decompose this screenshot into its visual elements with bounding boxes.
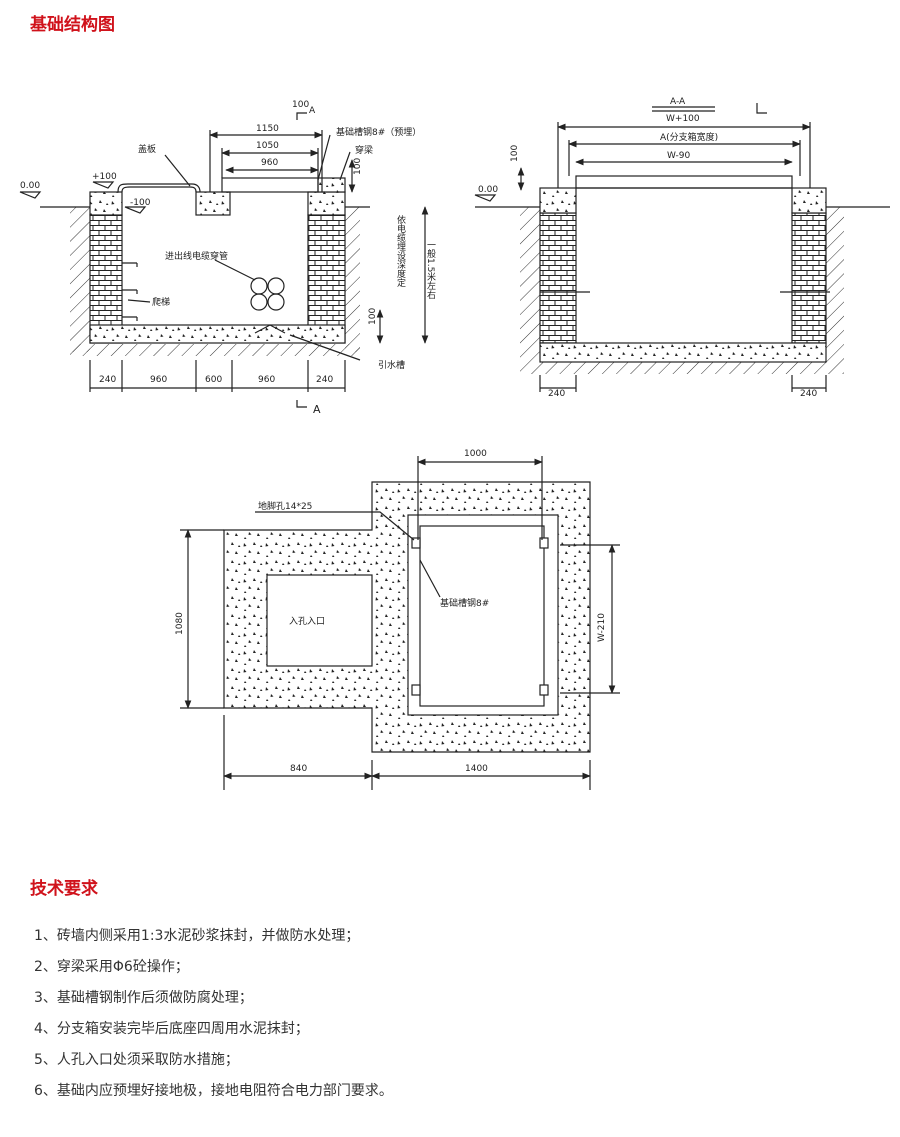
- requirements-list: 1、砖墙内侧采用1:3水泥砂浆抹封，并做防水处理； 2、穿梁采用Φ6砼操作； 3…: [34, 926, 393, 1112]
- dim-bottom-960-left: 960: [150, 375, 167, 385]
- level-minus-100: -100: [130, 198, 151, 208]
- callout-cable-pipe: 进出线电缆穿管: [165, 250, 228, 262]
- depth-note-2: 一般1.5米左右: [425, 240, 436, 300]
- plan-view: [180, 456, 620, 790]
- callout-cover: 盖板: [138, 143, 156, 155]
- level-plus-100: +100: [92, 172, 117, 182]
- level-0: 0.00: [20, 181, 40, 191]
- plan-dim-1080: 1080: [175, 612, 185, 635]
- plan-dim-w210: W-210: [597, 613, 607, 642]
- aa-width-inner: W-90: [667, 151, 691, 161]
- aa-view: [474, 103, 890, 392]
- callout-ladder: 爬梯: [152, 296, 170, 308]
- aa-width-a: A(分支箱宽度): [660, 131, 718, 143]
- plan-anchor-hole: 地脚孔14*25: [258, 500, 312, 512]
- aa-width-total: W+100: [666, 114, 700, 124]
- requirement-5: 5、人孔入口处须采取防水措施；: [34, 1052, 239, 1068]
- dim-bottom-600: 600: [205, 375, 222, 385]
- dim-bottom-240-left: 240: [99, 375, 116, 385]
- plan-dim-1400: 1400: [465, 764, 488, 774]
- section-mark-a-bottom: A: [313, 403, 321, 416]
- foundation-drawing: 1150 1050 960 240 960 600 960 240 100 A …: [19, 97, 890, 790]
- section-mark-a-top: A: [309, 106, 316, 116]
- section-title-structure: 基础结构图: [30, 15, 115, 35]
- callout-channel-steel: 基础槽钢8#（预埋）: [336, 126, 421, 138]
- height-100-bottom: 100: [368, 308, 378, 325]
- dim-bottom-240-right: 240: [316, 375, 333, 385]
- dim-1150: 1150: [256, 124, 279, 134]
- aa-title: A-A: [670, 97, 686, 107]
- section-view: [19, 112, 429, 408]
- aa-level-0: 0.00: [478, 185, 498, 195]
- aa-dim-240-right: 240: [800, 389, 817, 399]
- plan-dim-840: 840: [290, 764, 307, 774]
- dim-1050: 1050: [256, 141, 279, 151]
- requirement-3: 3、基础槽钢制作后须做防腐处理；: [34, 990, 253, 1006]
- plan-channel-steel: 基础槽钢8#: [440, 597, 489, 609]
- aa-height-100: 100: [510, 145, 520, 162]
- plan-dim-1000: 1000: [464, 449, 487, 459]
- aa-dim-240-left: 240: [548, 389, 565, 399]
- requirement-6: 6、基础内应预埋好接地极，接地电阻符合电力部门要求。: [34, 1083, 393, 1099]
- requirement-4: 4、分支箱安装完毕后底座四周用水泥抹封；: [34, 1021, 309, 1037]
- plan-manhole: 入孔入口: [289, 616, 325, 627]
- section-mark-100: 100: [292, 100, 309, 110]
- callout-beam: 穿梁: [355, 144, 373, 156]
- depth-note-1: 依电缆埋设深度定: [395, 214, 406, 288]
- section-title-requirements: 技术要求: [30, 879, 98, 899]
- callout-drain: 引水槽: [378, 359, 405, 371]
- dim-bottom-960-right: 960: [258, 375, 275, 385]
- requirement-2: 2、穿梁采用Φ6砼操作；: [34, 959, 189, 975]
- height-100-top: 100: [353, 158, 363, 175]
- dim-960-top: 960: [261, 158, 278, 168]
- requirement-1: 1、砖墙内侧采用1:3水泥砂浆抹封，并做防水处理；: [34, 928, 360, 944]
